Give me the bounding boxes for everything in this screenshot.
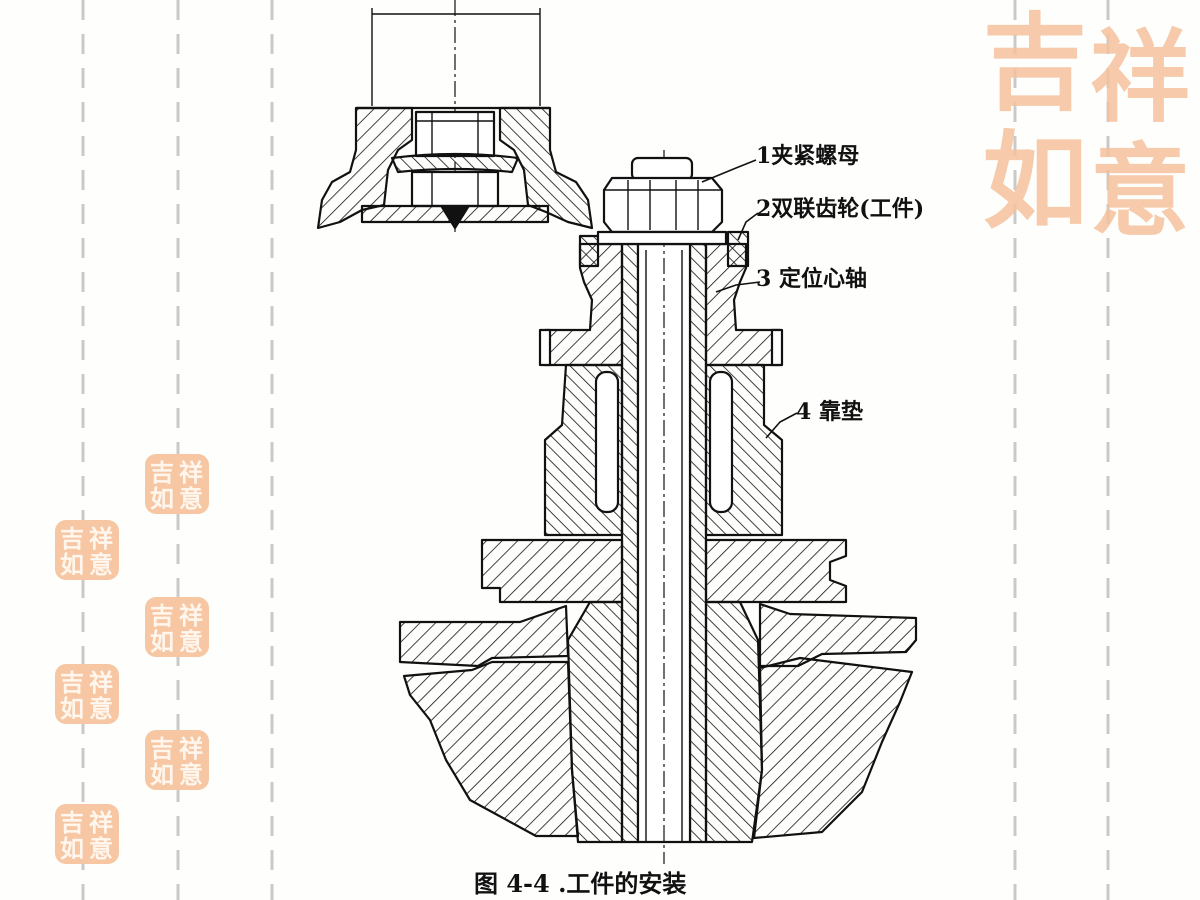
seal-logo-small [55, 804, 119, 864]
gear-flange-nub-right [770, 328, 784, 367]
callouts: 1夹紧螺母 2双联齿轮(工件) 3 定位心轴 4 靠垫 [701, 143, 924, 439]
base-body-right [752, 656, 914, 840]
taper-sleeve-right [704, 600, 764, 844]
gear-tooth-left [578, 234, 600, 268]
tie-rod-inner-lines [645, 250, 683, 842]
support-slot-left [594, 370, 620, 514]
seal-logo-small [55, 664, 119, 724]
leader-line-1 [701, 159, 757, 183]
gear-tooth-right [726, 230, 750, 268]
clamp-nut-body [602, 176, 724, 234]
seal-logo-small [145, 454, 209, 514]
double-gear-workpiece [538, 230, 784, 367]
tool-washer [390, 152, 520, 174]
tool-housing-left [316, 106, 414, 230]
machine-base [398, 602, 918, 840]
label-double-gear: 2双联齿轮(工件) [756, 196, 924, 222]
spindle-outline [371, 8, 541, 106]
leader-line-2 [737, 212, 759, 241]
locating-mandrel [620, 150, 708, 864]
support-slot-right [708, 370, 734, 514]
table-plate-left [480, 538, 624, 604]
seal-logo-large: 吉 祥 如 意 [982, 1, 1190, 250]
base-body-left [402, 660, 580, 838]
clamp-washer [596, 230, 728, 246]
seal-logo-small [145, 597, 209, 657]
tool-lower-nut [410, 170, 500, 208]
table-plate [480, 538, 848, 604]
clamp-nut-cap [630, 156, 694, 182]
seal-large-char: 祥 [1090, 18, 1190, 136]
table-plate-right [704, 538, 848, 604]
tool-inner-nut-faces [416, 112, 494, 156]
leader-line-4 [765, 412, 798, 439]
support-pad [543, 363, 784, 537]
tool-lower-nut-faces [431, 172, 479, 206]
clamp-nut-faces [604, 180, 722, 230]
seal-large-char: 如 [982, 119, 1087, 243]
seal-logo-small [55, 520, 119, 580]
label-support: 4 靠垫 [796, 399, 863, 425]
seal-logo-small [145, 730, 209, 790]
seal-large-char: 吉 [982, 1, 1087, 125]
seal-logo-column [55, 454, 209, 864]
taper-sleeve [566, 600, 764, 844]
tool-inner-nut [414, 110, 496, 158]
tool-point [440, 206, 470, 230]
gear-flange-nub-left [538, 328, 552, 367]
figure-caption: 图 4-4 .工件的安装 [474, 869, 686, 898]
label-clamp-nut: 1夹紧螺母 [756, 143, 859, 169]
clamp-nut [596, 156, 728, 246]
seal-large-char: 意 [1090, 132, 1190, 250]
taper-sleeve-left [566, 600, 624, 844]
mandrel-sleeve-left [620, 242, 640, 844]
leader-line-3 [715, 281, 761, 293]
mandrel-sleeve-right [688, 242, 708, 844]
base-flange-right [758, 602, 918, 668]
base-flange-left [398, 604, 570, 668]
label-mandrel: 3 定位心轴 [756, 266, 867, 292]
tool-housing-right [498, 106, 594, 230]
tool-head [316, 0, 594, 236]
